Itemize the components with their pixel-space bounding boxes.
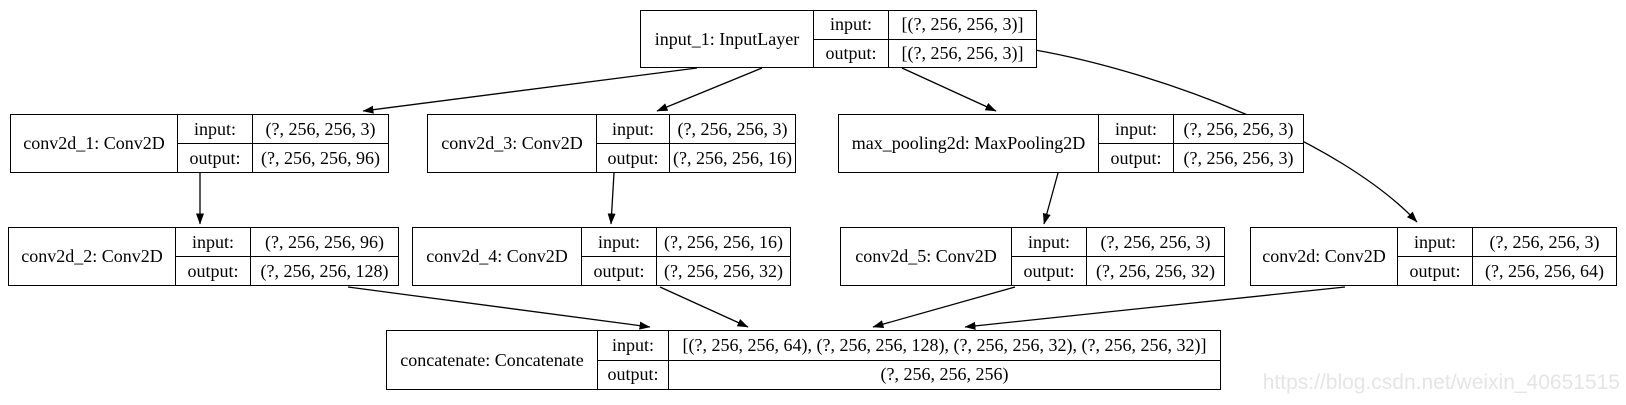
- input-label: input:: [611, 334, 654, 355]
- layer-node-conv2d: conv2d: Conv2D input: (?, 256, 256, 3) o…: [1250, 227, 1617, 286]
- output-shape: (?, 256, 256, 128): [250, 257, 398, 285]
- layer-node-max_pooling2d: max_pooling2d: MaxPooling2D input: (?, 2…: [838, 114, 1304, 173]
- input-shape: (?, 256, 256, 3): [1086, 228, 1224, 256]
- output-shape: (?, 256, 256, 256): [668, 360, 1220, 389]
- layer-title: concatenate: Concatenate: [400, 349, 584, 370]
- layer-title: conv2d_2: Conv2D: [21, 246, 163, 266]
- edge-max_pooling2d-to-conv2d_5: [1042, 172, 1059, 225]
- watermark-url: https://blog.csdn.net/weixin_40651515: [1262, 371, 1620, 394]
- layer-title: max_pooling2d: MaxPooling2D: [851, 133, 1086, 153]
- input-shape: (?, 256, 256, 3): [1472, 228, 1616, 256]
- input-shape: (?, 256, 256, 96): [250, 228, 398, 256]
- input-shape: [(?, 256, 256, 3)]: [888, 11, 1036, 39]
- output-shape: [(?, 256, 256, 3)]: [888, 39, 1036, 67]
- layer-title: conv2d_5: Conv2D: [855, 246, 997, 266]
- edge-conv2d_3-to-conv2d_4: [607, 172, 616, 225]
- input-shape: [(?, 256, 256, 64), (?, 256, 256, 128), …: [668, 331, 1220, 360]
- layer-title: conv2d: Conv2D: [1262, 246, 1386, 266]
- layer-node-concatenate: concatenate: Concatenate input: [(?, 256…: [386, 330, 1221, 390]
- output-label: output:: [825, 42, 877, 63]
- layer-title: conv2d_4: Conv2D: [426, 246, 568, 266]
- input-shape: (?, 256, 256, 3): [1173, 115, 1303, 143]
- input-label: input:: [829, 14, 872, 35]
- edge-input_1-to-conv2d_3: [656, 67, 763, 112]
- output-label: output:: [1409, 260, 1461, 281]
- layer-node-conv2d_1: conv2d_1: Conv2D input: (?, 256, 256, 3)…: [10, 114, 389, 173]
- input-label: input:: [1114, 118, 1157, 139]
- output-shape: (?, 256, 256, 32): [1086, 257, 1224, 285]
- output-shape: (?, 256, 256, 3): [1173, 144, 1303, 172]
- layer-title: input_1: InputLayer: [654, 28, 800, 49]
- edge-conv2d_2-to-concatenate: [347, 286, 651, 330]
- input-label: input:: [611, 118, 654, 139]
- output-shape: (?, 256, 256, 32): [656, 257, 790, 285]
- output-label: output:: [593, 260, 645, 281]
- output-label: output:: [607, 147, 659, 168]
- output-label: output:: [1110, 147, 1162, 168]
- layer-node-input_1: input_1: InputLayer input: [(?, 256, 256…: [640, 10, 1037, 68]
- input-label: input:: [193, 118, 236, 139]
- edge-input_1-to-max_pooling2d: [901, 67, 997, 112]
- input-label: input:: [597, 231, 640, 252]
- output-shape: (?, 256, 256, 96): [252, 144, 388, 172]
- input-label: input:: [1027, 231, 1070, 252]
- edge-conv2d_4-to-concatenate: [659, 286, 749, 328]
- layer-title: conv2d_3: Conv2D: [441, 133, 583, 153]
- output-label: output:: [1023, 260, 1075, 281]
- layer-node-conv2d_3: conv2d_3: Conv2D input: (?, 256, 256, 3)…: [427, 114, 796, 173]
- output-shape: (?, 256, 256, 16): [669, 144, 795, 172]
- output-shape: (?, 256, 256, 64): [1472, 257, 1616, 285]
- input-label: input:: [1413, 231, 1456, 252]
- output-label: output:: [607, 364, 659, 385]
- input-shape: (?, 256, 256, 3): [669, 115, 795, 143]
- edge-conv2d-to-concatenate: [964, 286, 1346, 330]
- input-label: input:: [191, 231, 234, 252]
- edge-input_1-to-conv2d_1: [362, 67, 698, 114]
- input-shape: (?, 256, 256, 3): [252, 115, 388, 143]
- output-label: output:: [187, 260, 239, 281]
- edge-conv2d_5-to-concatenate: [872, 286, 1016, 329]
- input-shape: (?, 256, 256, 16): [656, 228, 790, 256]
- layer-node-conv2d_2: conv2d_2: Conv2D input: (?, 256, 256, 96…: [8, 227, 399, 286]
- layer-node-conv2d_4: conv2d_4: Conv2D input: (?, 256, 256, 16…: [412, 227, 791, 286]
- layer-node-conv2d_5: conv2d_5: Conv2D input: (?, 256, 256, 3)…: [840, 227, 1225, 286]
- layer-title: conv2d_1: Conv2D: [23, 133, 165, 153]
- output-label: output:: [189, 147, 241, 168]
